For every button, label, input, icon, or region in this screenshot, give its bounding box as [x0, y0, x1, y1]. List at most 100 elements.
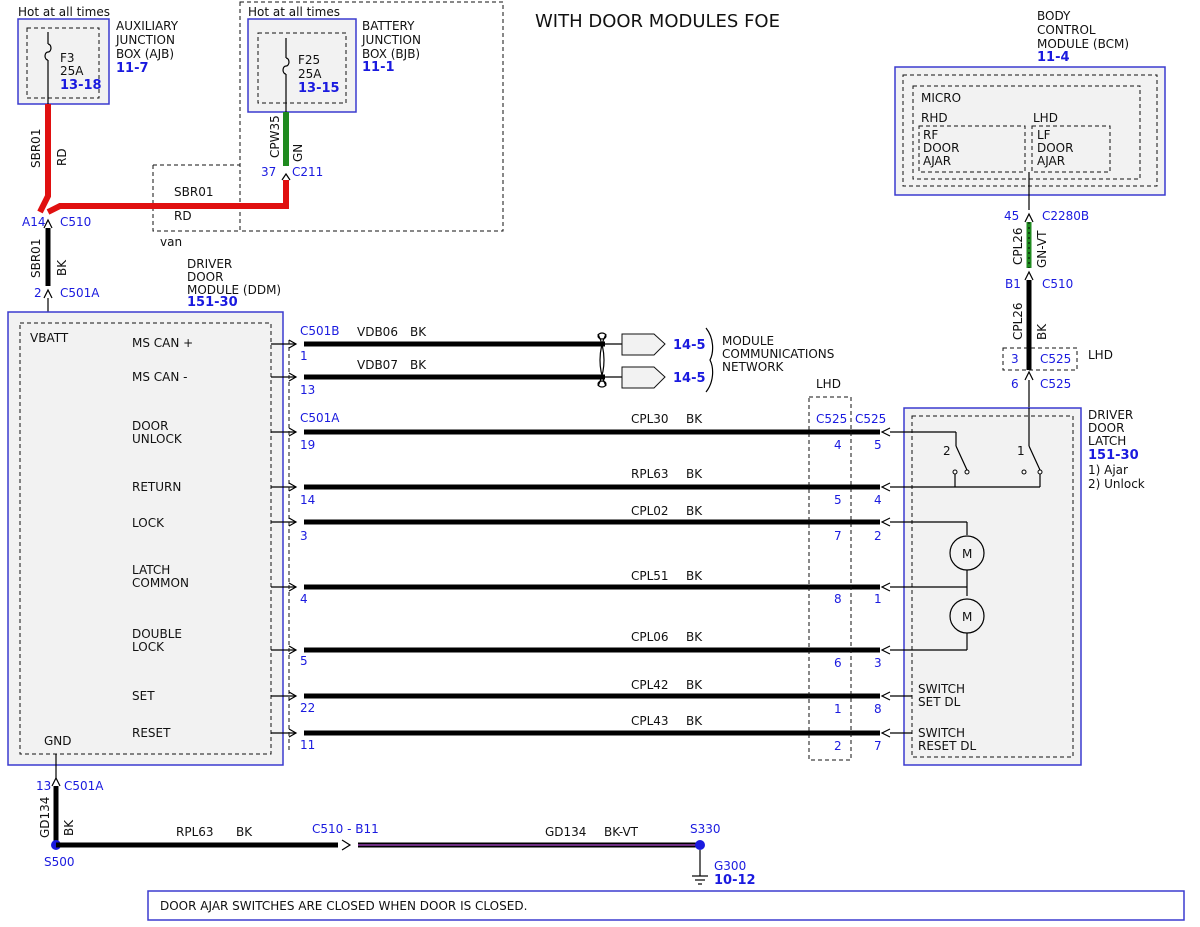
c525-a-pin-1: 4	[834, 438, 842, 452]
ddm-pin-label-return: RETURN	[132, 480, 181, 494]
latch-name-line-3: LATCH	[1088, 434, 1126, 448]
bjb-name-line-3: BOX (BJB)	[362, 47, 420, 61]
ajb-name-line-1: AUXILIARY	[116, 19, 179, 33]
circuit-cpl06: CPL06	[631, 630, 669, 644]
ddm-name-line-1: DRIVER	[187, 257, 232, 271]
label-cpw35: CPW35	[268, 115, 282, 158]
c525-a-pin-2: 5	[834, 493, 842, 507]
circuit-cpl43-color: BK	[686, 714, 703, 728]
latch-name-line-2: DOOR	[1088, 421, 1124, 435]
connector-c501a-top: C501A	[60, 286, 100, 300]
fuse-icon	[44, 32, 52, 104]
bjb-fuse-ref[interactable]: 13-15	[298, 81, 340, 96]
motor-icon	[890, 521, 985, 651]
label-gn: GN	[291, 144, 305, 162]
switch-ajar-icon	[890, 408, 1043, 488]
pin-45: 45	[1004, 209, 1019, 223]
bjb-fuse-amps: 25A	[298, 67, 322, 81]
bcm-box	[894, 66, 1166, 196]
connector-arrow-icon	[281, 172, 291, 181]
bjb-page-ref[interactable]: 11-1	[362, 60, 395, 75]
pin-11: 11	[300, 738, 315, 752]
circuit-cpl51-color: BK	[686, 569, 703, 583]
bcm-lf-2: DOOR	[1037, 141, 1073, 155]
ajb-inner-box	[26, 27, 100, 99]
ajb-name: AUXILIARY JUNCTION BOX (AJB)	[115, 19, 179, 61]
connector-c501b: C501B	[300, 324, 340, 338]
circuit-cpl06-color: BK	[686, 630, 703, 644]
page-ref-arrow-icon	[621, 366, 666, 389]
c525-b-pin-7: 7	[874, 739, 882, 753]
wire-sbr01-rd-van[interactable]	[46, 180, 289, 215]
ddm-pin-label-reset: RESET	[132, 726, 171, 740]
pin-b1: B1	[1005, 277, 1021, 291]
label-rd: RD	[55, 148, 69, 166]
label-g300-ref[interactable]: 10-12	[714, 873, 756, 888]
connector-arrow-icon	[51, 776, 61, 787]
network-line-2: COMMUNICATIONS	[722, 347, 834, 361]
ajb-fuse-ref[interactable]: 13-18	[60, 78, 102, 93]
connector-arrow-icon	[43, 288, 53, 299]
label-g300: G300	[714, 859, 746, 873]
ddm-pin-label-door-unlock-1: DOOR	[132, 419, 168, 433]
connector-c211: C211	[292, 165, 323, 179]
wire-sbr01-rd[interactable]	[37, 104, 51, 214]
ajb-name-line-3: BOX (AJB)	[116, 47, 174, 61]
connector-arrow-icon	[880, 427, 891, 738]
bjb-name-line-2: JUNCTION	[361, 33, 421, 47]
ddm-vbatt: VBATT	[30, 331, 69, 345]
bjb-box	[247, 18, 357, 113]
c525-inline-connector	[808, 396, 852, 761]
can-ref-2[interactable]: 14-5	[673, 371, 706, 386]
switch-label-1: 1	[1017, 444, 1025, 458]
ajb-box	[17, 18, 110, 105]
ddm-pin-stubs	[271, 343, 296, 734]
c525-a-pin-7: 2	[834, 739, 842, 753]
circuit-cpl43: CPL43	[631, 714, 669, 728]
switch-reset-1: SWITCH	[918, 726, 965, 740]
c525-lhd-label: LHD	[816, 377, 841, 391]
label-vdb07: VDB07	[357, 358, 398, 372]
pin-13-can: 13	[300, 383, 315, 397]
circuit-cpl42-color: BK	[686, 678, 703, 692]
circuit-cpl30: CPL30	[631, 412, 669, 426]
c525-b-pin-6: 8	[874, 702, 882, 716]
ddm-pin-label-latch-common-1: LATCH	[132, 563, 170, 577]
c525-b-pin-4: 1	[874, 592, 882, 606]
latch-page-ref[interactable]: 151-30	[1088, 448, 1139, 463]
bcm-rf-box	[918, 125, 1026, 173]
brace-icon	[705, 327, 714, 393]
bcm-lf-3: AJAR	[1037, 154, 1065, 168]
connector-c510: C510	[60, 215, 91, 229]
pin-a14: A14	[22, 215, 45, 229]
bjb-inner-box	[257, 32, 347, 104]
c525-b-pin-3: 2	[874, 529, 882, 543]
ddm-pin-label-door-unlock-2: UNLOCK	[132, 432, 183, 446]
connector-c501a-gnd: C501A	[64, 779, 104, 793]
bcm-rhd: RHD	[921, 111, 948, 125]
label-gd134-2: GD134	[545, 825, 586, 839]
bjb-fuse-name: F25	[298, 53, 320, 67]
label-s330: S330	[690, 822, 721, 836]
connector-arrow-icon	[43, 218, 53, 229]
bcm-page-ref[interactable]: 11-4	[1037, 50, 1070, 65]
latch-legend-1: 1) Ajar	[1088, 463, 1128, 477]
twisted-pair-icon	[597, 332, 607, 388]
c525-lhd-connector	[1002, 347, 1078, 371]
ajb-fuse-name: F3	[60, 51, 75, 65]
label-sbr01-h: SBR01	[174, 185, 213, 199]
connector-arrow-icon	[341, 839, 352, 851]
switch-set-1: SWITCH	[918, 682, 965, 696]
pin-3: 3	[300, 529, 308, 543]
can-ref-1[interactable]: 14-5	[673, 338, 706, 353]
ddm-page-ref[interactable]: 151-30	[187, 295, 238, 310]
ddm-name-line-3: MODULE (DDM)	[187, 283, 281, 297]
circuit-rpl63-color: BK	[686, 467, 703, 481]
bcm-name-line-2: CONTROL	[1037, 23, 1096, 37]
connector-arrow-icon	[288, 339, 298, 738]
circuit-rpl63: RPL63	[631, 467, 669, 481]
ajb-page-ref[interactable]: 11-7	[116, 61, 149, 76]
label-bk: BK	[55, 259, 69, 276]
label-rpl63-bk: BK	[236, 825, 253, 839]
